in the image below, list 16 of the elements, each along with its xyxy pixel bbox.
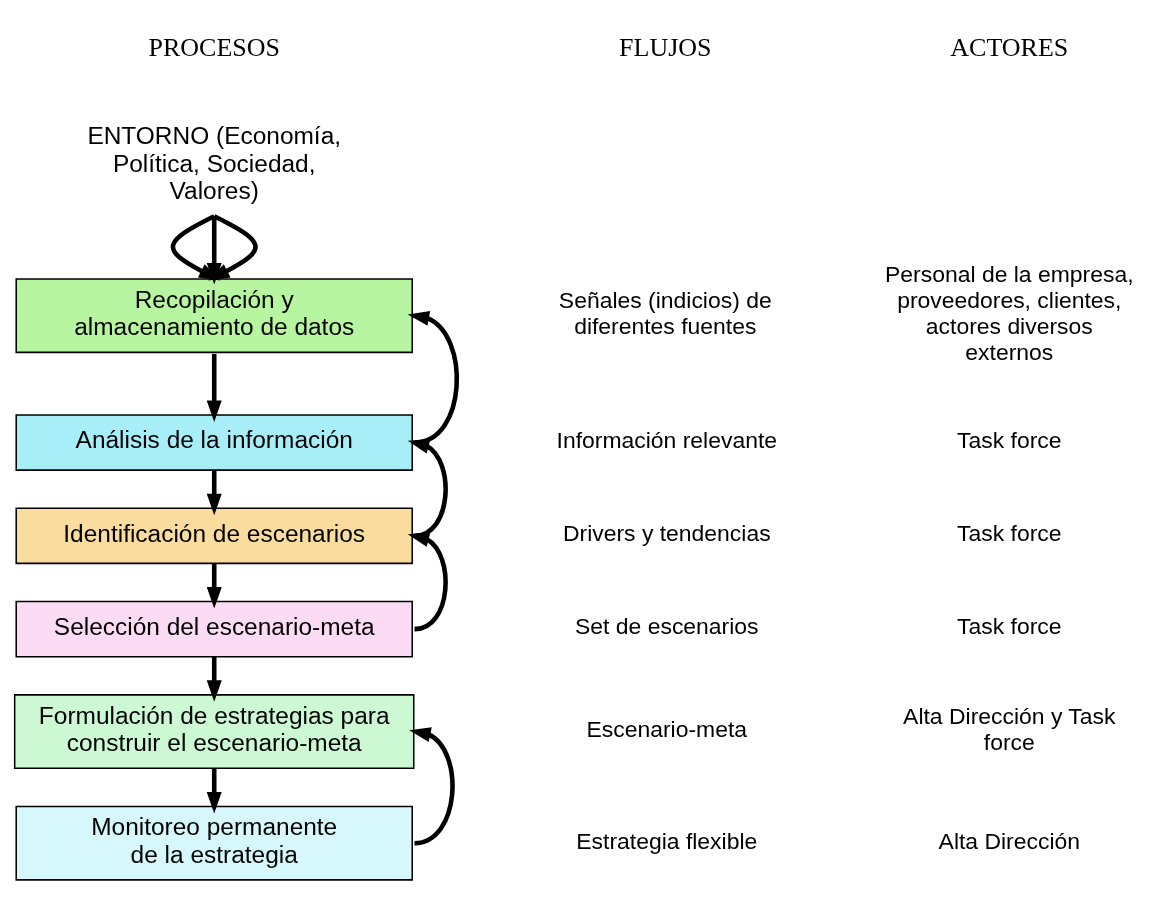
label: Task force xyxy=(957,612,1062,639)
label: Estrategia flexible xyxy=(576,827,758,854)
label: Alta Dirección y Task force xyxy=(903,702,1116,755)
node-text: ENTORNO (Economía, Política, Sociedad, Valores) xyxy=(87,121,342,204)
label: PROCESOS xyxy=(148,32,280,62)
label: Task force xyxy=(957,426,1062,453)
label: Set de escenarios xyxy=(575,612,759,639)
label: ACTORES xyxy=(950,32,1069,62)
label: Personal de la empresa, proveedores, clientes, actores diversos externos xyxy=(885,260,1134,365)
label: Task force xyxy=(957,519,1062,546)
label: FLUJOS xyxy=(619,32,712,62)
label: Señales (indicios) de diferentes fuentes xyxy=(558,286,772,339)
label: Alta Dirección xyxy=(938,827,1080,854)
label: Drivers y tendencias xyxy=(562,519,771,546)
label: Escenario-meta xyxy=(586,715,748,742)
label: Información relevante xyxy=(556,426,778,453)
